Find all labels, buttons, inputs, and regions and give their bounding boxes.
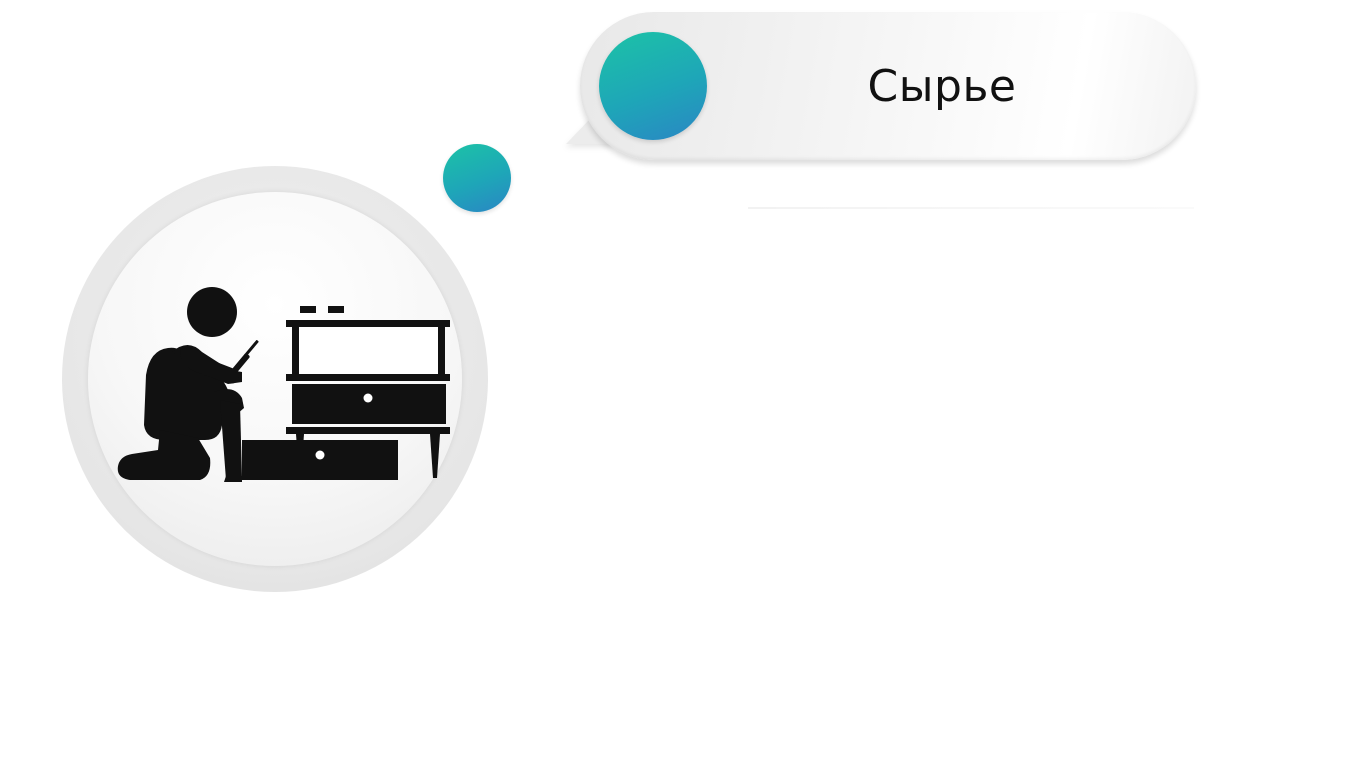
bubble-accent-dot — [599, 32, 707, 140]
divider-line — [748, 207, 1194, 209]
furniture-assembly-worker-icon — [117, 287, 450, 482]
small-bubble-dot — [443, 144, 511, 212]
bubble-label: Сырье — [867, 61, 1017, 112]
